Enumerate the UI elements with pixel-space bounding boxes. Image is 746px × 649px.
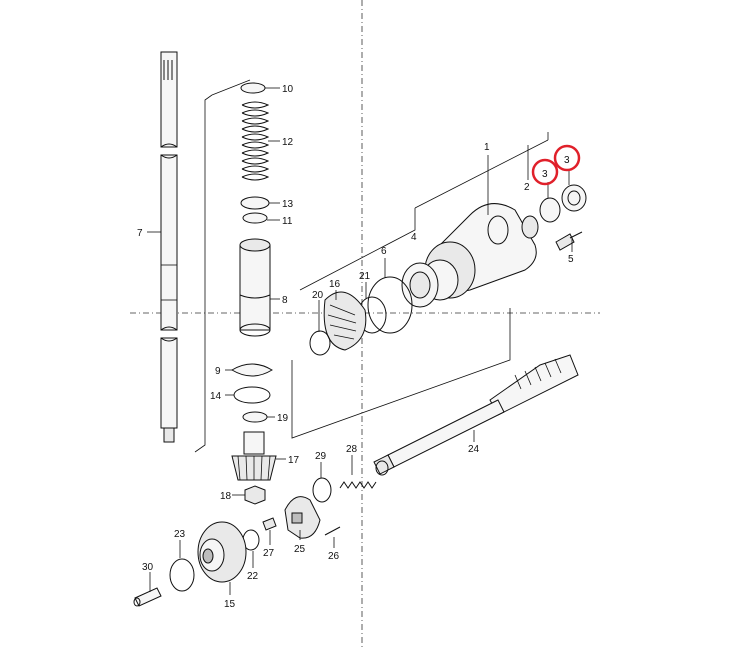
part-28-spring [339, 481, 377, 489]
bracket-lower [291, 308, 511, 439]
label-part-5: 5 [568, 254, 574, 265]
part-9-clip [231, 363, 273, 377]
part-7-drive-shaft [160, 51, 178, 443]
label-part-30: 30 [142, 562, 154, 573]
label-part-4: 4 [411, 232, 417, 243]
part-6-o-ring [367, 276, 413, 334]
part-5-bolt [555, 231, 583, 251]
part-13-washer [240, 196, 270, 210]
part-18-nut [244, 485, 266, 505]
part-16-bevel-gear [323, 291, 367, 351]
label-part-7: 7 [137, 228, 143, 239]
part-25-clutch [284, 496, 321, 539]
part-19-washer [242, 411, 268, 423]
label-part-27: 27 [263, 548, 275, 559]
label-part-26: 26 [328, 551, 340, 562]
part-23-shim [169, 558, 195, 592]
part-1-housing [421, 203, 537, 301]
label-part-14: 14 [210, 391, 222, 402]
part-12-spring [241, 101, 270, 181]
part-3-washer-a [539, 197, 561, 223]
label-part-9: 9 [215, 366, 221, 377]
label-part-13: 13 [282, 199, 294, 210]
label-part-1: 1 [484, 142, 490, 153]
label-part-29: 29 [315, 451, 327, 462]
label-part-21: 21 [359, 271, 371, 282]
label-part-3a: 3 [542, 169, 548, 180]
label-part-15: 15 [224, 599, 236, 610]
highlight-circle-b [553, 144, 581, 172]
part-29-ring [312, 477, 332, 503]
label-part-6: 6 [381, 246, 387, 257]
part-4-bearing [401, 262, 439, 308]
part-10-washer [240, 82, 266, 94]
label-part-2: 2 [524, 182, 530, 193]
part-14-ring [233, 386, 271, 404]
label-part-11: 11 [282, 216, 293, 227]
part-2-bearing [521, 215, 539, 239]
part-20-shim [309, 330, 331, 356]
part-24-propeller-shaft [373, 354, 579, 476]
label-part-20: 20 [312, 290, 324, 301]
label-part-25: 25 [294, 544, 306, 555]
label-part-18: 18 [220, 491, 232, 502]
label-part-8: 8 [282, 295, 288, 306]
highlight-markers [531, 144, 581, 186]
bracket-left [194, 94, 213, 453]
label-part-23: 23 [174, 529, 186, 540]
label-part-10: 10 [282, 84, 294, 95]
part-27-pin [262, 517, 277, 531]
part-15-gear [197, 521, 247, 583]
part-3-washer-b [561, 184, 587, 212]
bracket-upper [299, 208, 416, 291]
part-30-pin [133, 587, 162, 607]
label-part-12: 12 [282, 137, 294, 148]
leader-lines [147, 87, 573, 595]
label-part-17: 17 [288, 455, 300, 466]
part-number-labels: 1 2 3 3 4 5 6 7 8 9 10 11 12 13 14 15 16… [137, 84, 574, 610]
label-part-19: 19 [277, 413, 289, 424]
label-part-16: 16 [329, 279, 341, 290]
part-8-sleeve [239, 238, 271, 337]
highlight-circle-a [531, 158, 559, 186]
part-26-pin [324, 526, 341, 536]
part-11-washer [242, 212, 268, 224]
part-17-pinion-gear [231, 431, 277, 481]
label-part-24: 24 [468, 444, 480, 455]
label-part-22: 22 [247, 571, 259, 582]
label-part-28: 28 [346, 444, 358, 455]
label-part-3b: 3 [564, 155, 570, 166]
